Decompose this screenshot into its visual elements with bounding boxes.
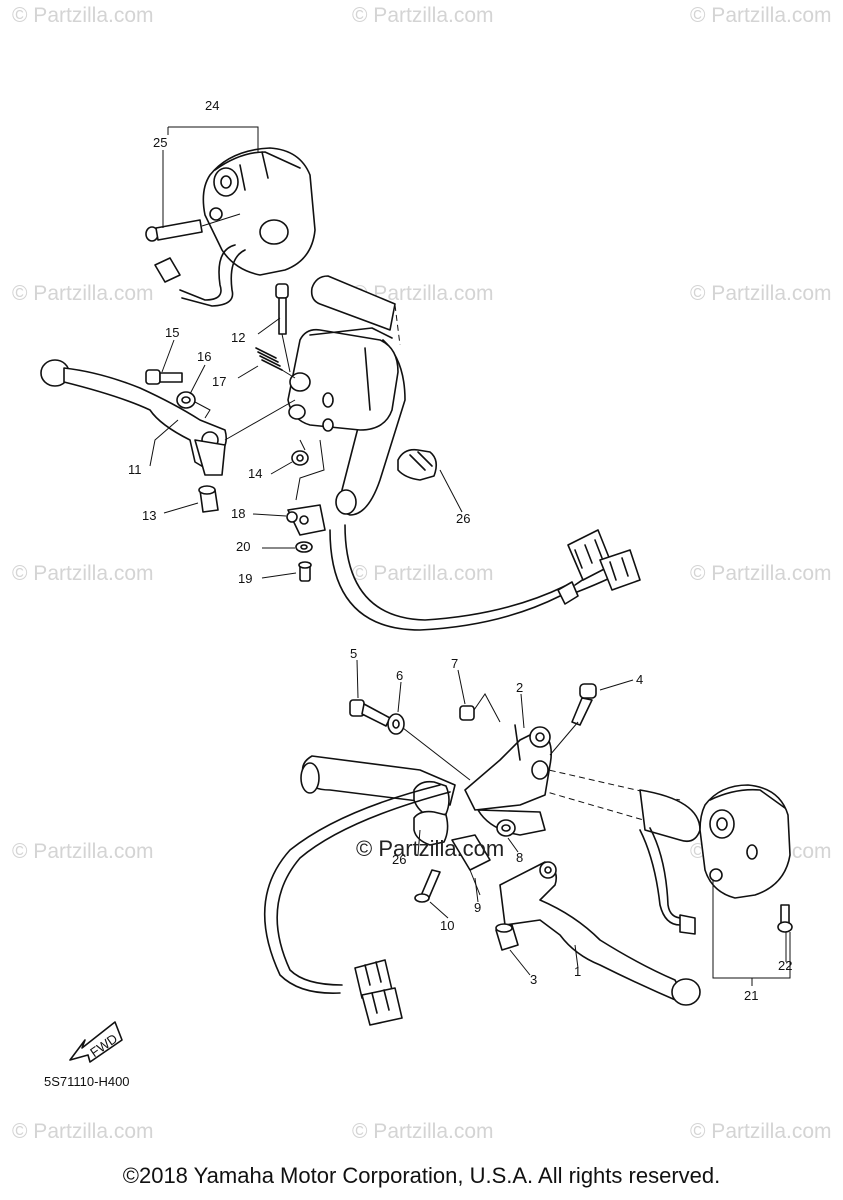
bolt-12 <box>275 283 291 373</box>
part-label: 1 <box>574 964 581 979</box>
watermark: © Partzilla.com <box>352 4 494 27</box>
bolt-5 <box>349 699 391 727</box>
watermark: © Partzilla.com <box>352 562 494 585</box>
leader-lines <box>149 126 791 986</box>
lever-holder-upper <box>287 327 399 432</box>
watermark: © Partzilla.com <box>352 282 494 305</box>
wire-harness-lower <box>263 784 696 1026</box>
lever-holder-lower <box>464 724 553 836</box>
watermark: © Partzilla.com <box>690 282 832 305</box>
washer-6 <box>387 713 471 781</box>
part-label: 3 <box>530 972 537 987</box>
part-label: 10 <box>440 918 454 933</box>
watermark: © Partzilla.com <box>690 1120 832 1143</box>
part-label: 7 <box>451 656 458 671</box>
watermark: © Partzilla.com <box>690 4 832 27</box>
bolt-4 <box>549 683 597 756</box>
part-label: 14 <box>248 466 262 481</box>
switch-9 <box>451 834 491 896</box>
watermark: © Partzilla.com <box>12 1120 154 1143</box>
watermark: © Partzilla.com <box>690 562 832 585</box>
nut-16 <box>176 391 211 419</box>
part-label: 15 <box>165 325 179 340</box>
part-label: 24 <box>205 98 219 113</box>
bolt-15 <box>145 369 183 385</box>
copyright-notice: ©2018 Yamaha Motor Corporation, U.S.A. A… <box>122 1163 721 1188</box>
part-label: 26 <box>456 511 470 526</box>
watermark: © Partzilla.com <box>12 562 154 585</box>
part-labels: 24 25 15 12 16 17 11 14 13 18 26 20 19 5… <box>128 98 792 1003</box>
watermark: © Partzilla.com <box>12 4 154 27</box>
clamp-26-lower <box>413 780 450 846</box>
part-label: 20 <box>236 539 250 554</box>
part-label: 16 <box>197 349 211 364</box>
watermark: © Partzilla.com <box>12 282 154 305</box>
part-label: 8 <box>516 850 523 865</box>
part-label: 17 <box>212 374 226 389</box>
clamp-26-upper <box>397 448 438 481</box>
bolt-7 <box>459 693 501 723</box>
part-label: 22 <box>778 958 792 973</box>
lever-lower <box>499 861 701 1006</box>
lever-upper <box>40 359 296 476</box>
part-label: 25 <box>153 135 167 150</box>
switch-housing-lower <box>699 784 791 899</box>
part-label: 4 <box>636 672 643 687</box>
spring-17 <box>255 347 296 379</box>
wire-harness-upper <box>329 524 641 631</box>
screw-10 <box>414 869 441 903</box>
part-label: 5 <box>350 646 357 661</box>
washer-20 <box>295 541 313 553</box>
screw-25 <box>145 213 241 242</box>
part-label: 19 <box>238 571 252 586</box>
center-watermark: © Partzilla.com <box>356 836 505 861</box>
part-label: 26 <box>392 852 406 867</box>
part-label: 11 <box>128 462 142 477</box>
part-label: 9 <box>474 900 481 915</box>
watermark: © Partzilla.com <box>12 840 154 863</box>
part-label: 21 <box>744 988 758 1003</box>
diagram-code: 5S71110-H400 <box>44 1074 130 1089</box>
part-label: 18 <box>231 506 245 521</box>
switch-housing-upper <box>154 147 316 307</box>
part-label: 2 <box>516 680 523 695</box>
screw-19 <box>298 561 312 582</box>
part-label: 13 <box>142 508 156 523</box>
fwd-arrow-icon: FWD <box>69 1021 123 1063</box>
part-label: 6 <box>396 668 403 683</box>
part-label: 12 <box>231 330 245 345</box>
screw-22 <box>777 904 793 933</box>
nut-8 <box>496 819 516 837</box>
collar-13 <box>198 485 219 513</box>
collar-3 <box>495 923 519 951</box>
switch-18 <box>286 504 326 536</box>
washer-14 <box>291 439 325 501</box>
watermark: © Partzilla.com <box>352 1120 494 1143</box>
